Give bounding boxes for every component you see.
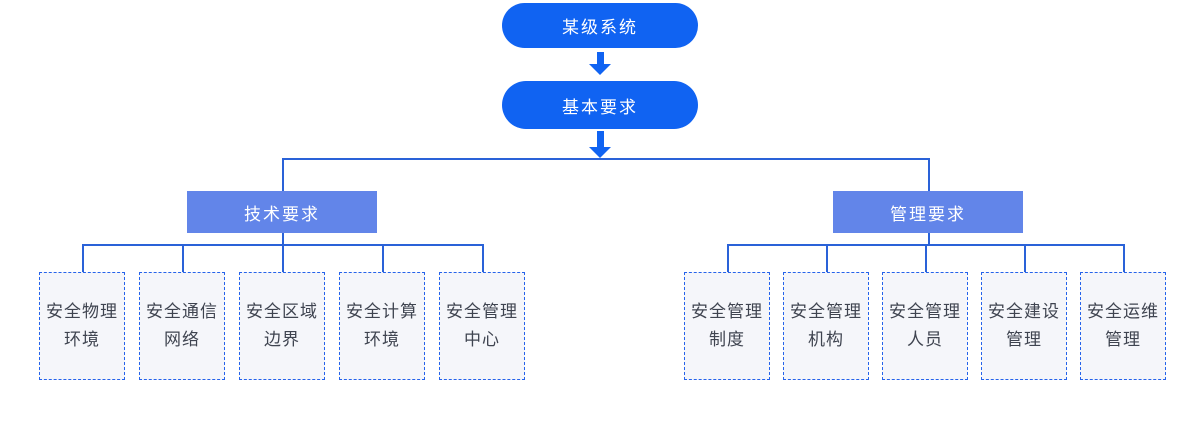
connector-mgmt-top <box>928 158 930 192</box>
arrow-head <box>589 64 611 75</box>
leaf-label-line: 安全运维 <box>1087 302 1159 321</box>
node-basic-requirements: 基本要求 <box>502 81 698 129</box>
leaf-management-system: 安全管理 制度 <box>684 272 770 380</box>
leaf-construction-management: 安全建设 管理 <box>981 272 1067 380</box>
connector-mgmt-bottom <box>928 233 930 245</box>
node-technical-requirements-label: 技术要求 <box>244 204 320 224</box>
connector-tech-drop-4 <box>382 244 384 272</box>
leaf-regional-boundary: 安全区域 边界 <box>239 272 325 380</box>
leaf-label-line: 安全建设 <box>988 302 1060 321</box>
leaf-label-line: 安全计算 <box>346 302 418 321</box>
leaf-label-line: 安全管理 <box>691 302 763 321</box>
leaf-label-line: 安全管理 <box>790 302 862 321</box>
connector-mgmt-drop-5 <box>1123 244 1125 272</box>
connector-tech-drop-1 <box>82 244 84 272</box>
leaf-label-line: 安全管理 <box>889 302 961 321</box>
leaf-computing-environment: 安全计算 环境 <box>339 272 425 380</box>
leaf-label-line: 安全物理 <box>46 302 118 321</box>
leaf-management-organization: 安全管理 机构 <box>783 272 869 380</box>
connector-mgmt-drop-4 <box>1024 244 1026 272</box>
leaf-label-line: 安全管理 <box>446 302 518 321</box>
leaf-management-center: 安全管理 中心 <box>439 272 525 380</box>
leaf-label-line: 边界 <box>264 330 300 349</box>
node-system-level: 某级系统 <box>502 3 698 48</box>
leaf-physical-environment: 安全物理 环境 <box>39 272 125 380</box>
arrow-down-icon <box>589 131 611 158</box>
leaf-label-line: 环境 <box>364 330 400 349</box>
leaf-label-line: 中心 <box>464 330 500 349</box>
arrow-shaft <box>596 52 604 64</box>
connector-mgmt-drop-2 <box>826 244 828 272</box>
leaf-label-line: 管理 <box>1105 330 1141 349</box>
leaf-label-line: 安全区域 <box>246 302 318 321</box>
arrow-head <box>589 147 611 158</box>
leaf-communication-network: 安全通信 网络 <box>139 272 225 380</box>
connector-tech-drop-2 <box>182 244 184 272</box>
node-system-level-label: 某级系统 <box>562 18 638 37</box>
connector-mgmt-drop-3 <box>925 244 927 272</box>
node-management-requirements-label: 管理要求 <box>890 204 966 224</box>
node-management-requirements: 管理要求 <box>833 191 1023 233</box>
leaf-label-line: 人员 <box>907 330 943 349</box>
node-basic-requirements-label: 基本要求 <box>562 97 638 117</box>
connector-tech-bottom <box>282 233 284 245</box>
leaf-operation-maintenance-management: 安全运维 管理 <box>1080 272 1166 380</box>
arrow-down-icon <box>589 52 611 75</box>
node-technical-requirements: 技术要求 <box>187 191 377 233</box>
connector-main-horizontal <box>282 158 929 160</box>
leaf-label-line: 网络 <box>164 330 200 349</box>
leaf-management-personnel: 安全管理 人员 <box>882 272 968 380</box>
leaf-label-line: 管理 <box>1006 330 1042 349</box>
connector-tech-top <box>282 158 284 192</box>
leaf-label-line: 安全通信 <box>146 302 218 321</box>
connector-tech-drop-3 <box>282 244 284 272</box>
leaf-label-line: 环境 <box>64 330 100 349</box>
arrow-shaft <box>596 131 604 147</box>
leaf-label-line: 机构 <box>808 330 844 349</box>
connector-tech-drop-5 <box>482 244 484 272</box>
connector-mgmt-drop-1 <box>727 244 729 272</box>
leaf-label-line: 制度 <box>709 330 745 349</box>
